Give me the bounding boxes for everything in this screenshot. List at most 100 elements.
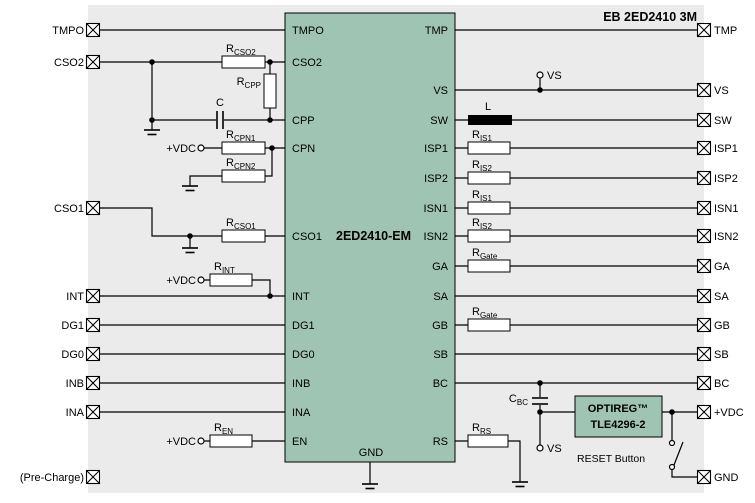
chip-pin-dg1: DG1 (292, 320, 315, 332)
terminal-symbol-gb (696, 317, 712, 333)
vs-label-bottom: VS (547, 443, 562, 455)
terminal-label-gnd: GND (714, 472, 739, 484)
label-r-cso1: RCSO1 (226, 217, 256, 231)
label-c: C (216, 97, 224, 109)
label-l: L (485, 101, 491, 113)
resistor-r-is2-top (467, 171, 511, 185)
terminal-symbol-tmp (696, 22, 712, 38)
terminal-symbol-dg0 (85, 346, 101, 362)
label-r-gate-top: RGate (472, 247, 498, 261)
terminal-label-bc: BC (714, 378, 729, 390)
junction-dot (267, 117, 273, 123)
terminal-label-sa: SA (714, 291, 729, 303)
terminal-label-ina: INA (66, 407, 85, 419)
net-cpp (151, 62, 285, 130)
resistor-r-rs (467, 434, 509, 448)
junction-dot (149, 117, 155, 123)
label-r-en: REN (214, 422, 233, 436)
junction-dot (267, 293, 273, 299)
chip-pin-sa: SA (433, 291, 448, 303)
label-r-gate-bottom: RGate (472, 306, 498, 320)
reset-switch-contact (668, 439, 676, 447)
terminal-label-vdc: +VDC (714, 407, 744, 419)
chip-pin-isp2: ISP2 (424, 173, 448, 185)
label-r-cso2: RCSO2 (226, 43, 256, 57)
terminal-label-cso2: CSO2 (54, 57, 84, 69)
resistor-r-is2-bottom (467, 229, 511, 243)
resistor-r-is1-top (467, 141, 511, 155)
label-r-cpp: RCPP (237, 76, 261, 90)
terminal-symbol-isn2 (696, 228, 712, 244)
vs-node (536, 71, 544, 79)
chip-pin-sw: SW (430, 115, 448, 127)
resistor-r-int (209, 273, 253, 287)
chip-pin-cso1: CSO1 (292, 231, 322, 243)
terminal-symbol-isp1 (696, 140, 712, 156)
terminal-label-inb: INB (66, 378, 84, 390)
terminal-symbol-bc (696, 375, 712, 391)
board-title: EB 2ED2410 3M (603, 10, 697, 24)
chip-pin-inb: INB (292, 378, 310, 390)
chip-pin-en: EN (292, 436, 307, 448)
vdc-label-en: +VDC (166, 436, 196, 448)
terminal-label-cso1: CSO1 (54, 203, 84, 215)
terminal-symbol-sb (696, 346, 712, 362)
label-r-cpn1: RCPN1 (226, 129, 256, 143)
chip-pin-bc: BC (433, 378, 448, 390)
terminal-symbol-cso1 (85, 200, 101, 216)
label-r-is1-bottom: RIS1 (472, 189, 493, 203)
resistor-r-en (209, 434, 253, 448)
terminal-label-sb: SB (714, 349, 729, 361)
terminal-label-sw: SW (714, 115, 732, 127)
terminal-label-isp1: ISP1 (714, 143, 738, 155)
terminal-label-dg0: DG0 (61, 349, 84, 361)
label-r-int: RINT (214, 261, 235, 275)
junction-dot (187, 233, 193, 239)
terminal-symbol-vdc (696, 404, 712, 420)
terminal-symbol-int (85, 288, 101, 304)
chip-2ed2410 (284, 12, 456, 463)
junction-dot (269, 145, 275, 151)
chip-pin-cpp: CPP (292, 115, 315, 127)
regulator-tle4296 (574, 395, 663, 438)
resistor-r-cpp (263, 73, 277, 109)
label-r-is2-bottom: RIS2 (472, 217, 493, 231)
resistor-r-cpn2 (221, 169, 266, 183)
terminal-symbol-tmpo (85, 22, 101, 38)
terminal-label-tmpo: TMPO (52, 25, 84, 37)
regulator-name-line2: TLE4296-2 (590, 419, 645, 431)
regulator-name-line1: OPTIREG™ (588, 403, 649, 415)
terminal-symbol-isp2 (696, 170, 712, 186)
terminal-label-int: INT (66, 291, 84, 303)
label-r-rs: RRS (472, 422, 491, 436)
chip-pin-ga: GA (432, 261, 449, 273)
terminal-label-ga: GA (714, 261, 731, 273)
chip-pin-gnd: GND (359, 447, 384, 459)
terminal-label-isn1: ISN1 (714, 203, 738, 215)
net-vdc-out (662, 411, 697, 440)
terminal-symbol-ina (85, 404, 101, 420)
reset-switch-blade (673, 441, 684, 466)
terminal-label-precharge: (Pre-Charge) (20, 472, 84, 484)
terminal-symbol-inb (85, 375, 101, 391)
terminal-symbol-sw (696, 112, 712, 128)
resistor-r-cpn1 (221, 141, 266, 155)
chip-name: 2ED2410-EM (336, 229, 411, 243)
chip-pin-isn2: ISN2 (424, 231, 448, 243)
chip-pin-sb: SB (433, 349, 448, 361)
terminal-label-dg1: DG1 (61, 320, 84, 332)
terminal-label-isp2: ISP2 (714, 173, 738, 185)
vdc-node (197, 276, 205, 284)
junction-dot (537, 409, 543, 415)
chip-pin-rs: RS (433, 436, 448, 448)
terminal-symbol-dg1 (85, 317, 101, 333)
terminal-symbol-cso2 (85, 54, 101, 70)
junction-dot (267, 59, 273, 65)
resistor-r-cso2 (221, 55, 266, 69)
junction-dot (537, 87, 543, 93)
terminal-symbol-precharge (85, 469, 101, 485)
label-r-is2-top: RIS2 (472, 159, 493, 173)
resistor-r-gate-top (467, 259, 511, 273)
vdc-label-int: +VDC (166, 275, 196, 287)
